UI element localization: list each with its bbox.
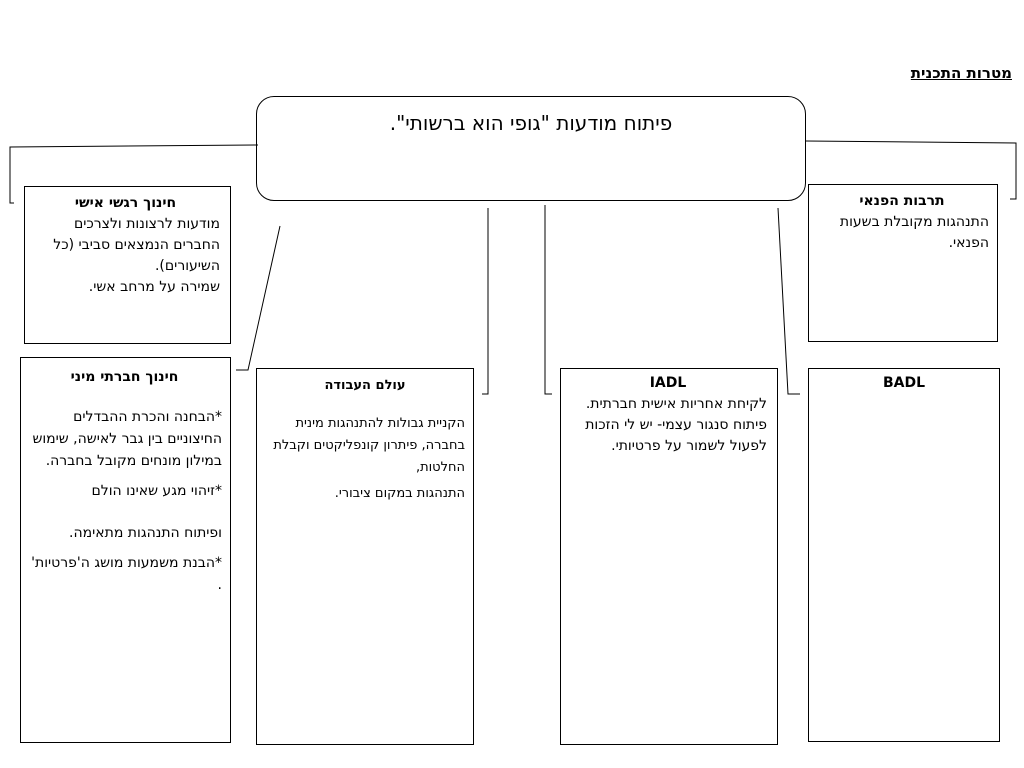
- waiting-room-culture-box: תרבות הפנאי התנהגות מקובלת בשעות הפנאי.: [808, 184, 998, 342]
- social-sexual-education-title: חינוך חברתי מיני: [70, 369, 179, 385]
- page-heading: מטרות התכנית: [910, 64, 1012, 82]
- connector-work: [482, 208, 489, 395]
- central-goal-box: פיתוח מודעות "גופי הוא ברשותי".: [256, 96, 806, 201]
- connector-emotional: [9, 144, 259, 204]
- emotional-education-title: חינוך רגשי אישי: [74, 195, 177, 211]
- iadl-text-2: פיתוח סנגור עצמי- יש לי הזכות לפעול לשמו…: [585, 417, 767, 454]
- badl-box: BADL: [808, 368, 1000, 742]
- emotional-education-text-2: שמירה על מרחב אשי.: [88, 279, 220, 295]
- iadl-text-1: לקיחת אחריות אישית חברתית.: [585, 396, 767, 412]
- world-of-work-text-2: התנהגות במקום ציבורי.: [334, 486, 465, 501]
- world-of-work-title: עולם העבודה: [324, 378, 406, 393]
- emotional-education-box: חינוך רגשי אישי מודעות לרצונות ולצרכים ה…: [24, 186, 231, 344]
- waiting-room-culture-text: התנהגות מקובלת בשעות הפנאי.: [839, 214, 989, 251]
- waiting-room-culture-title: תרבות הפנאי: [859, 193, 945, 209]
- social-sexual-education-box: חינוך חברתי מיני *הבחנה והכרת ההבדלים הח…: [20, 357, 231, 743]
- social-sexual-point-1: *הבחנה והכרת ההבדלים החיצוניים בין גבר ל…: [32, 409, 222, 469]
- emotional-education-text: מודעות לרצונות ולצרכים החברים הנמצאים סב…: [53, 216, 220, 274]
- connector-badl: [777, 207, 800, 395]
- central-goal-title: פיתוח מודעות "גופי הוא ברשותי".: [389, 111, 673, 135]
- social-sexual-point-2: *זיהוי מגע שאינו הולם: [91, 483, 223, 499]
- world-of-work-text-1: הקניית גבולות להתנהגות מינית בחברה, פיתר…: [273, 416, 465, 475]
- iadl-title: IADL: [649, 375, 687, 391]
- social-sexual-point-3: ופיתוח התנהגות מתאימה.: [69, 525, 222, 541]
- connector-sexual: [236, 225, 281, 371]
- world-of-work-box: עולם העבודה הקניית גבולות להתנהגות מינית…: [256, 368, 474, 745]
- social-sexual-point-4: *הבנת משמעות מושג ה'פרטיות' .: [31, 555, 222, 593]
- connector-waiting-room: [805, 140, 1017, 200]
- iadl-box: IADL לקיחת אחריות אישית חברתית. פיתוח סנ…: [560, 368, 778, 745]
- badl-title: BADL: [882, 375, 926, 391]
- connector-iadl: [544, 205, 552, 395]
